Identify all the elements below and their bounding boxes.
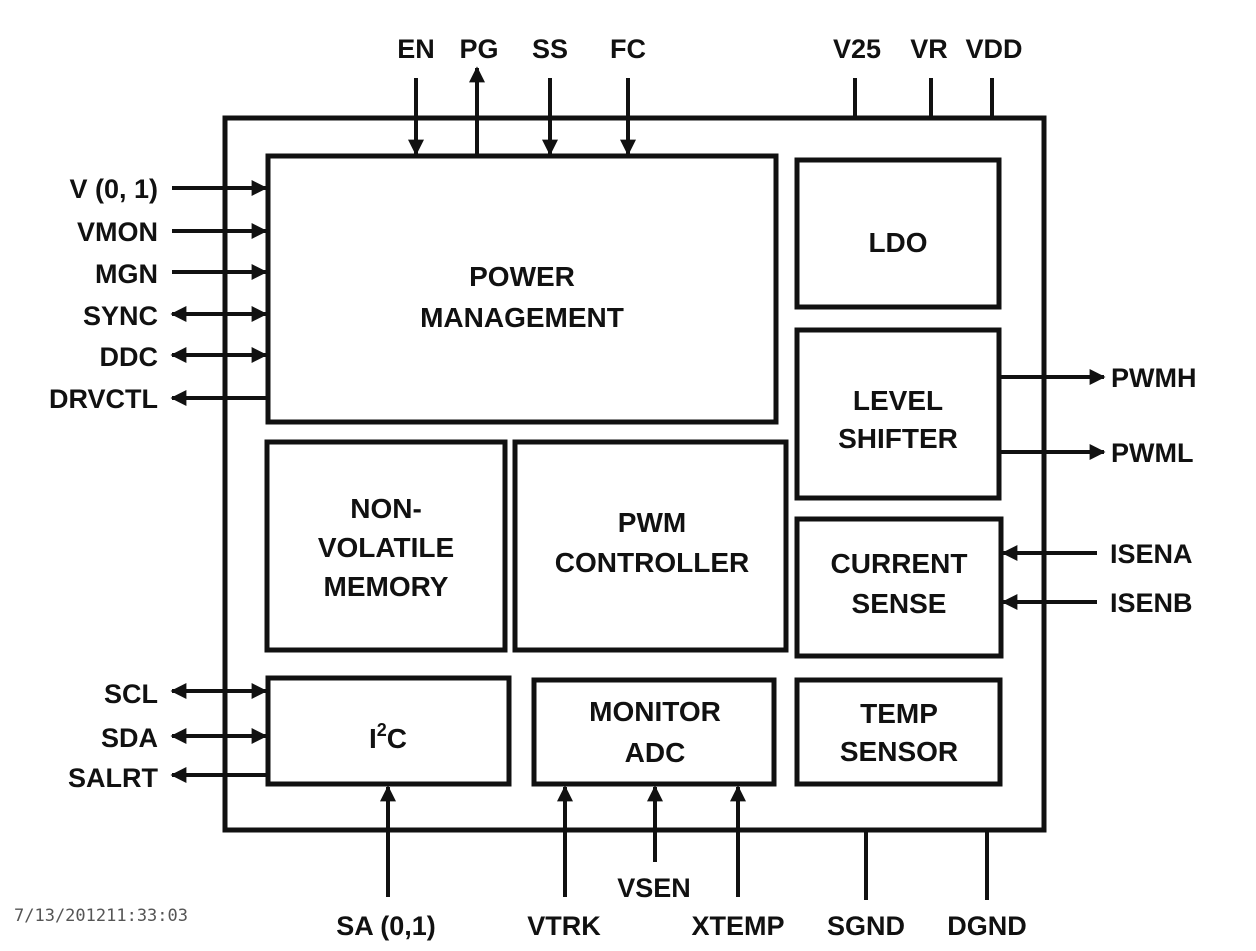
- i2c-label: I2C: [369, 720, 407, 754]
- power-management-line-1: POWER: [469, 261, 575, 292]
- nvm-line-1: NON-: [350, 493, 422, 524]
- pin-vsen-label: VSEN: [617, 873, 691, 903]
- ldo-block: LDO: [794, 157, 1002, 310]
- nvm-line-2: VOLATILE: [318, 532, 454, 563]
- pin-dgnd-label: DGND: [947, 911, 1027, 941]
- pwm-controller-line-2: CONTROLLER: [555, 547, 749, 578]
- pin-xtemp-label: XTEMP: [691, 911, 784, 941]
- level-shifter-block: LEVEL SHIFTER: [794, 327, 1002, 501]
- pin-v25-label: V25: [833, 34, 881, 64]
- pwm-controller-block: PWM CONTROLLER: [512, 439, 789, 653]
- current-sense-block: CURRENT SENSE: [794, 516, 1004, 659]
- level-shifter-line-1: LEVEL: [853, 385, 943, 416]
- pin-vr-label: VR: [910, 34, 948, 64]
- monitor-adc-line-1: MONITOR: [589, 696, 721, 727]
- chip-outline: [222, 115, 1047, 833]
- pin-ddc-label: DDC: [100, 342, 159, 372]
- pin-sgnd-label: SGND: [827, 911, 905, 941]
- nvm-line-3: MEMORY: [324, 571, 449, 602]
- pin-sa-label: SA (0,1): [336, 911, 436, 941]
- pin-vdd-label: VDD: [965, 34, 1022, 64]
- pwm-controller-line-1: PWM: [618, 507, 686, 538]
- current-sense-line-1: CURRENT: [831, 548, 968, 579]
- i2c-block: I2C: [265, 675, 512, 787]
- ldo-label: LDO: [868, 227, 927, 258]
- pin-scl-label: SCL: [104, 679, 158, 709]
- bottom-pins: SA (0,1) VTRK VSEN XTEMP SGND DGND: [336, 785, 1027, 941]
- level-shifter-line-2: SHIFTER: [838, 423, 958, 454]
- pin-sda-label: SDA: [101, 723, 158, 753]
- pin-mgn-label: MGN: [95, 259, 158, 289]
- pin-isena-label: ISENA: [1110, 539, 1193, 569]
- pin-vtrk-label: VTRK: [527, 911, 601, 941]
- current-sense-line-2: SENSE: [852, 588, 947, 619]
- temp-sensor-line-1: TEMP: [860, 698, 938, 729]
- pin-fc-label: FC: [610, 34, 646, 64]
- top-pins: EN PG SS FC V25 VR VDD: [397, 34, 1023, 156]
- monitor-adc-line-2: ADC: [625, 737, 686, 768]
- right-pins: PWMH PWML ISENA ISENB: [1001, 363, 1196, 618]
- nvm-block: NON- VOLATILE MEMORY: [264, 439, 508, 653]
- pin-pwml-label: PWML: [1111, 438, 1193, 468]
- pin-pwmh-label: PWMH: [1111, 363, 1196, 393]
- monitor-adc-block: MONITOR ADC: [531, 677, 777, 787]
- temp-sensor-line-2: SENSOR: [840, 736, 958, 767]
- pin-isenb-label: ISENB: [1110, 588, 1193, 618]
- power-management-line-2: MANAGEMENT: [420, 302, 624, 333]
- temp-sensor-block: TEMP SENSOR: [794, 677, 1003, 787]
- pin-salrt-label: SALRT: [68, 763, 158, 793]
- power-management-block: POWER MANAGEMENT: [265, 153, 779, 425]
- left-pins: V (0, 1) VMON MGN SYNC DDC DRVCTL SCL SD…: [49, 174, 268, 793]
- pin-v01-label: V (0, 1): [69, 174, 158, 204]
- pin-ss-label: SS: [532, 34, 568, 64]
- pin-vmon-label: VMON: [77, 217, 158, 247]
- pin-en-label: EN: [397, 34, 435, 64]
- pin-drvctl-label: DRVCTL: [49, 384, 158, 414]
- timestamp: 7/13/201211:33:03: [14, 906, 188, 926]
- pin-sync-label: SYNC: [83, 301, 158, 331]
- pin-pg-label: PG: [459, 34, 498, 64]
